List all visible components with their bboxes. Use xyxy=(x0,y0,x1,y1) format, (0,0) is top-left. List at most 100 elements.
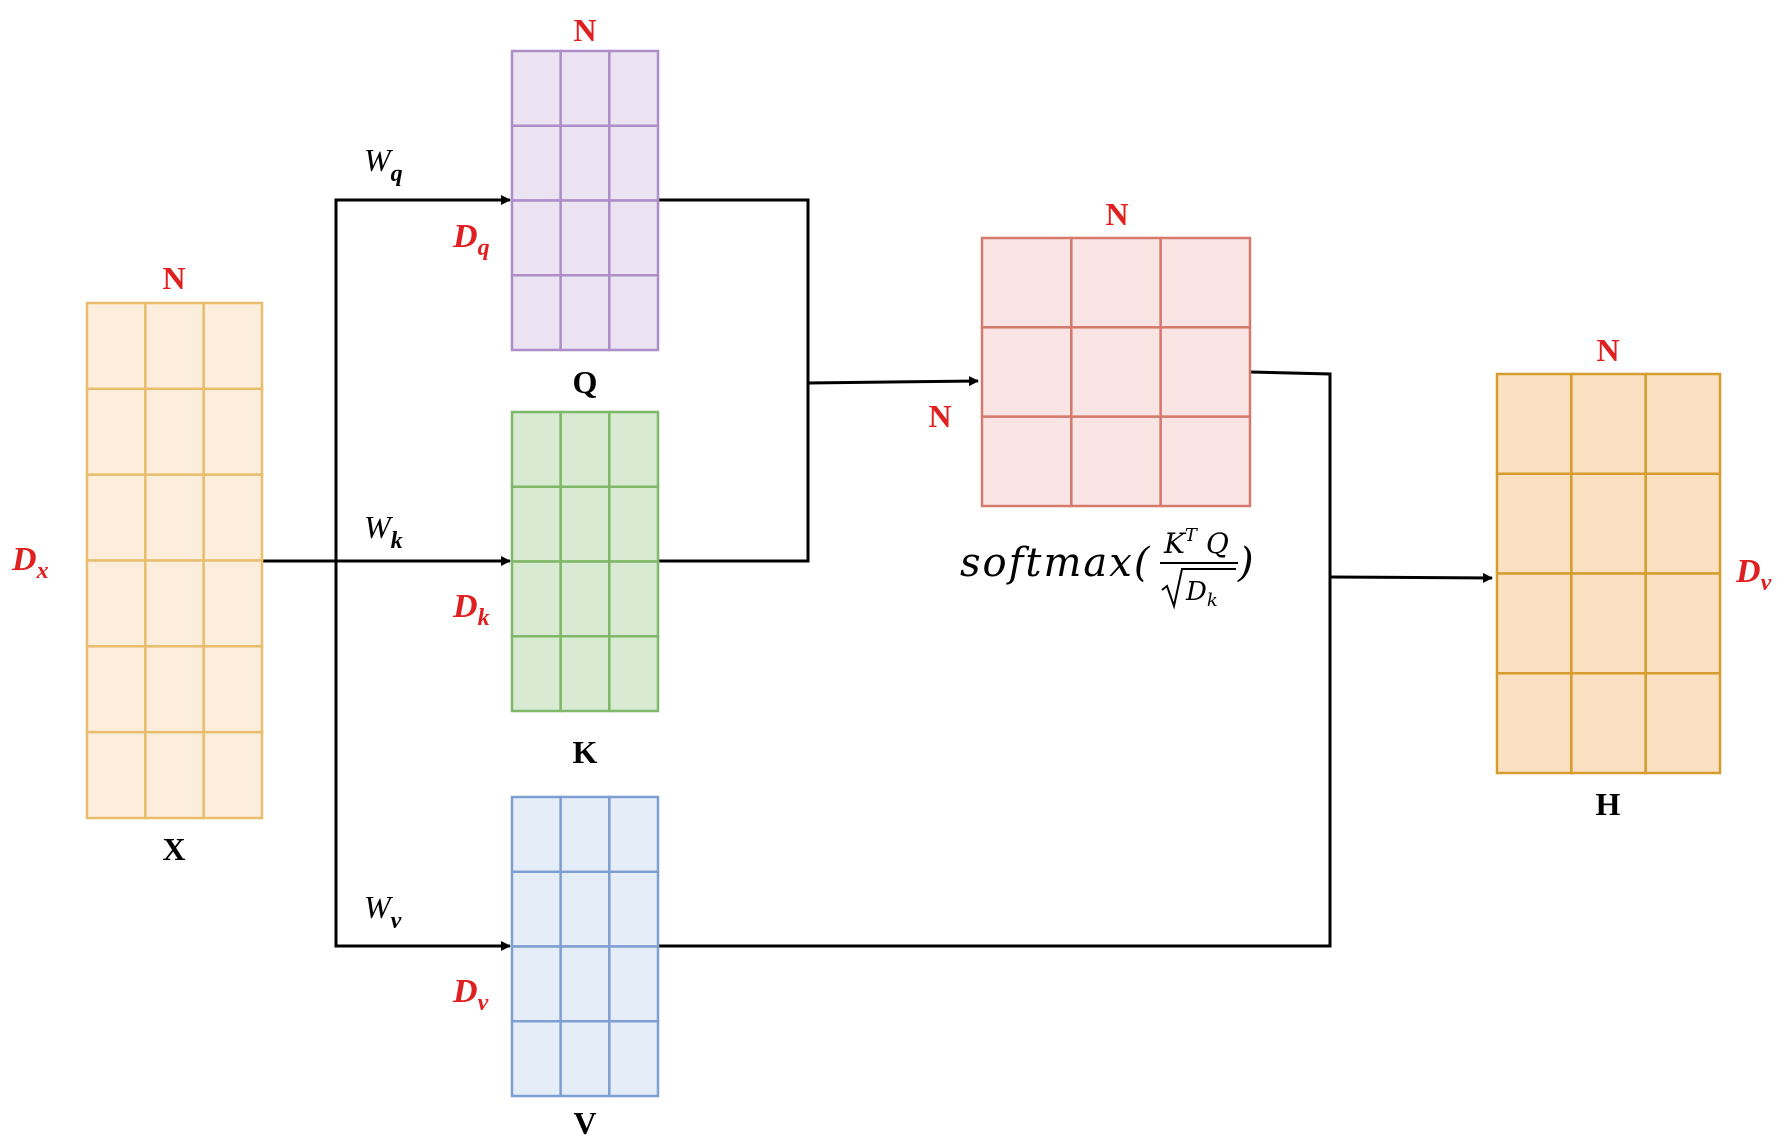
matrix-cell xyxy=(559,560,611,638)
matrix-cell xyxy=(85,473,147,562)
matrix-cell xyxy=(608,49,660,127)
matrix-h-top-dim: N xyxy=(1596,332,1619,368)
matrix-cell xyxy=(559,124,611,202)
matrix-cell xyxy=(1644,572,1722,675)
matrix-q-side-dim: Dq xyxy=(452,218,490,261)
matrix-cell xyxy=(1644,372,1722,475)
matrix-cell xyxy=(144,301,205,391)
matrix-cell xyxy=(1570,372,1647,475)
matrix-cell xyxy=(85,730,147,820)
formula-close-paren: ) xyxy=(1237,540,1254,586)
matrix-cell xyxy=(510,410,562,488)
edge-q-to-join xyxy=(658,198,810,563)
matrix-v-grid xyxy=(510,795,660,1098)
matrix-cell xyxy=(1070,326,1162,418)
matrix-cell xyxy=(980,415,1073,508)
edge-join-to-attention xyxy=(807,376,979,387)
matrix-cell xyxy=(144,559,205,648)
matrix-cell xyxy=(1159,236,1252,329)
matrix-k-grid xyxy=(510,410,660,713)
matrix-cell xyxy=(980,326,1073,418)
matrix-cell xyxy=(1644,472,1722,575)
matrix-cell xyxy=(510,870,562,948)
weight-v-label: Wv xyxy=(364,889,402,934)
edge-x-to-q xyxy=(334,195,511,561)
matrix-cell xyxy=(608,199,660,277)
edge-merge-to-h xyxy=(1329,572,1493,583)
matrix-q-top-dim: N xyxy=(573,12,596,48)
matrix-cell xyxy=(1495,672,1573,775)
matrix-cell xyxy=(1159,415,1252,508)
weight-k-label: Wk xyxy=(364,509,403,554)
formula-numerator: KT Q xyxy=(1163,525,1229,560)
matrix-cell xyxy=(202,473,264,562)
matrix-cell xyxy=(1495,572,1573,675)
matrix-cell xyxy=(510,635,562,713)
matrix-cell xyxy=(1570,672,1647,775)
matrix-cell xyxy=(559,49,611,127)
matrix-cell xyxy=(608,410,660,488)
matrix-cell xyxy=(510,945,562,1023)
matrix-x-name: X xyxy=(162,831,185,867)
matrix-cell xyxy=(510,560,562,638)
matrix-k-side-dim: Dk xyxy=(452,588,490,631)
matrix-cell xyxy=(608,560,660,638)
matrix-cell xyxy=(510,49,562,127)
matrix-cell xyxy=(1070,415,1162,508)
matrix-cell xyxy=(608,870,660,948)
matrix-cell xyxy=(144,473,205,562)
matrix-cell xyxy=(202,559,264,648)
matrix-cell xyxy=(1495,372,1573,475)
attention-matrix: N N xyxy=(928,196,1252,508)
weight-q-label: Wq xyxy=(364,142,403,187)
matrix-cell xyxy=(85,387,147,476)
matrix-cell xyxy=(559,635,611,713)
matrix-h-side-dim: Dv xyxy=(1735,553,1772,596)
matrix-x-grid xyxy=(85,301,264,820)
matrix-v-side-dim: Dv xyxy=(452,973,489,1016)
matrix-cell xyxy=(144,387,205,476)
matrix-k-name: K xyxy=(573,734,598,770)
matrix-cell xyxy=(1570,572,1647,675)
matrix-cell xyxy=(85,645,147,734)
matrix-cell xyxy=(202,301,264,391)
softmax-formula: softmax( KT Q Dk ) xyxy=(960,525,1254,611)
matrix-cell xyxy=(559,1020,611,1098)
matrix-cell xyxy=(202,645,264,734)
matrix-h: N H Dv xyxy=(1495,332,1772,822)
matrix-cell xyxy=(559,945,611,1023)
matrix-cell xyxy=(1495,472,1573,575)
matrix-cell xyxy=(608,485,660,563)
matrix-cell xyxy=(510,485,562,563)
matrix-h-grid xyxy=(1495,372,1722,775)
attention-matrix-left-dim: N xyxy=(928,398,951,434)
matrix-q-name: Q xyxy=(573,364,598,400)
matrix-k: K Dk xyxy=(452,410,660,770)
matrix-cell xyxy=(608,1020,660,1098)
edge-attention-to-h xyxy=(658,370,1332,948)
matrix-cell xyxy=(559,274,611,352)
matrix-cell xyxy=(559,795,611,873)
matrix-cell xyxy=(608,635,660,713)
matrix-q-grid xyxy=(510,49,660,352)
matrix-cell xyxy=(1159,326,1252,418)
matrix-cell xyxy=(144,645,205,734)
matrix-h-name: H xyxy=(1596,786,1621,822)
matrix-cell xyxy=(1570,472,1647,575)
matrix-v-name: V xyxy=(573,1105,596,1141)
matrix-x: N X Dx xyxy=(11,260,264,867)
matrix-cell xyxy=(202,387,264,476)
matrix-v: V Dv xyxy=(452,795,660,1141)
matrix-cell xyxy=(608,274,660,352)
matrix-cell xyxy=(85,301,147,391)
matrix-cell xyxy=(980,236,1073,329)
matrix-cell xyxy=(510,274,562,352)
attention-matrix-top-dim: N xyxy=(1105,196,1128,232)
matrix-cell xyxy=(608,124,660,202)
matrix-cell xyxy=(202,730,264,820)
matrix-cell xyxy=(608,945,660,1023)
matrix-cell xyxy=(608,795,660,873)
matrix-cell xyxy=(144,730,205,820)
matrix-cell xyxy=(510,795,562,873)
